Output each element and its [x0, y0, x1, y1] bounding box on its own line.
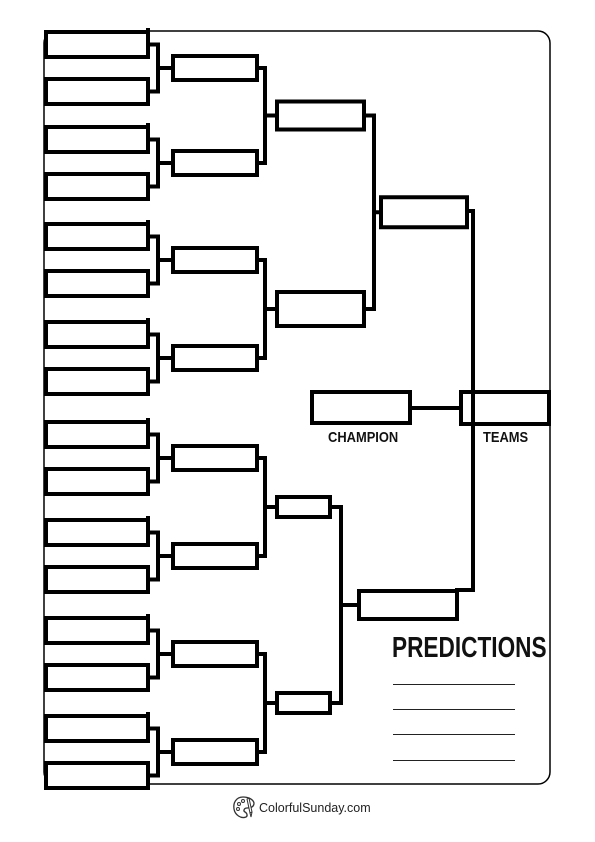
round-1-slot[interactable]	[44, 269, 150, 298]
final-connector	[455, 209, 475, 592]
prediction-line[interactable]	[393, 734, 515, 735]
predictions-title: PREDICTIONS	[392, 632, 547, 664]
round-1-slot[interactable]	[44, 77, 150, 106]
round-1-slot[interactable]	[44, 761, 150, 790]
round-4-slot[interactable]	[357, 589, 459, 621]
round-1-slot[interactable]	[44, 616, 150, 645]
brand-name: ColorfulSunday.com	[259, 801, 371, 815]
round-1-slot[interactable]	[44, 320, 150, 349]
round-2-slot[interactable]	[171, 149, 259, 177]
round-1-slot[interactable]	[44, 565, 150, 594]
round-1-slot[interactable]	[44, 663, 150, 692]
round-2-slot[interactable]	[171, 738, 259, 766]
round-1-slot[interactable]	[44, 467, 150, 496]
round-1-slot[interactable]	[44, 222, 150, 251]
round-2-slot[interactable]	[171, 542, 259, 570]
artist-palette-icon	[233, 796, 255, 819]
footer-brand: ColorfulSunday.com	[232, 795, 371, 821]
round-3-slot[interactable]	[275, 99, 366, 132]
round-3-slot[interactable]	[275, 495, 332, 519]
round-1-slot[interactable]	[44, 518, 150, 547]
round-2-slot[interactable]	[171, 246, 259, 274]
prediction-line[interactable]	[393, 709, 515, 710]
round-1-slot[interactable]	[44, 420, 150, 449]
teams-label: TEAMS	[483, 429, 529, 446]
round-1-slot[interactable]	[44, 714, 150, 743]
round-1-slot[interactable]	[44, 125, 150, 154]
round-2-slot[interactable]	[171, 54, 259, 82]
round-1-slot[interactable]	[44, 30, 150, 59]
round-1-slot[interactable]	[44, 367, 150, 396]
round-1-slot[interactable]	[44, 172, 150, 201]
round-4-slot[interactable]	[379, 195, 469, 230]
round-3-slot[interactable]	[275, 290, 366, 328]
champion-slot[interactable]	[310, 390, 412, 425]
champion-label: CHAMPION	[328, 429, 399, 446]
prediction-line[interactable]	[393, 760, 515, 761]
round-2-slot[interactable]	[171, 344, 259, 372]
round-2-slot[interactable]	[171, 444, 259, 472]
round-2-slot[interactable]	[171, 640, 259, 668]
prediction-line[interactable]	[393, 684, 515, 685]
round-3-slot[interactable]	[275, 691, 332, 715]
